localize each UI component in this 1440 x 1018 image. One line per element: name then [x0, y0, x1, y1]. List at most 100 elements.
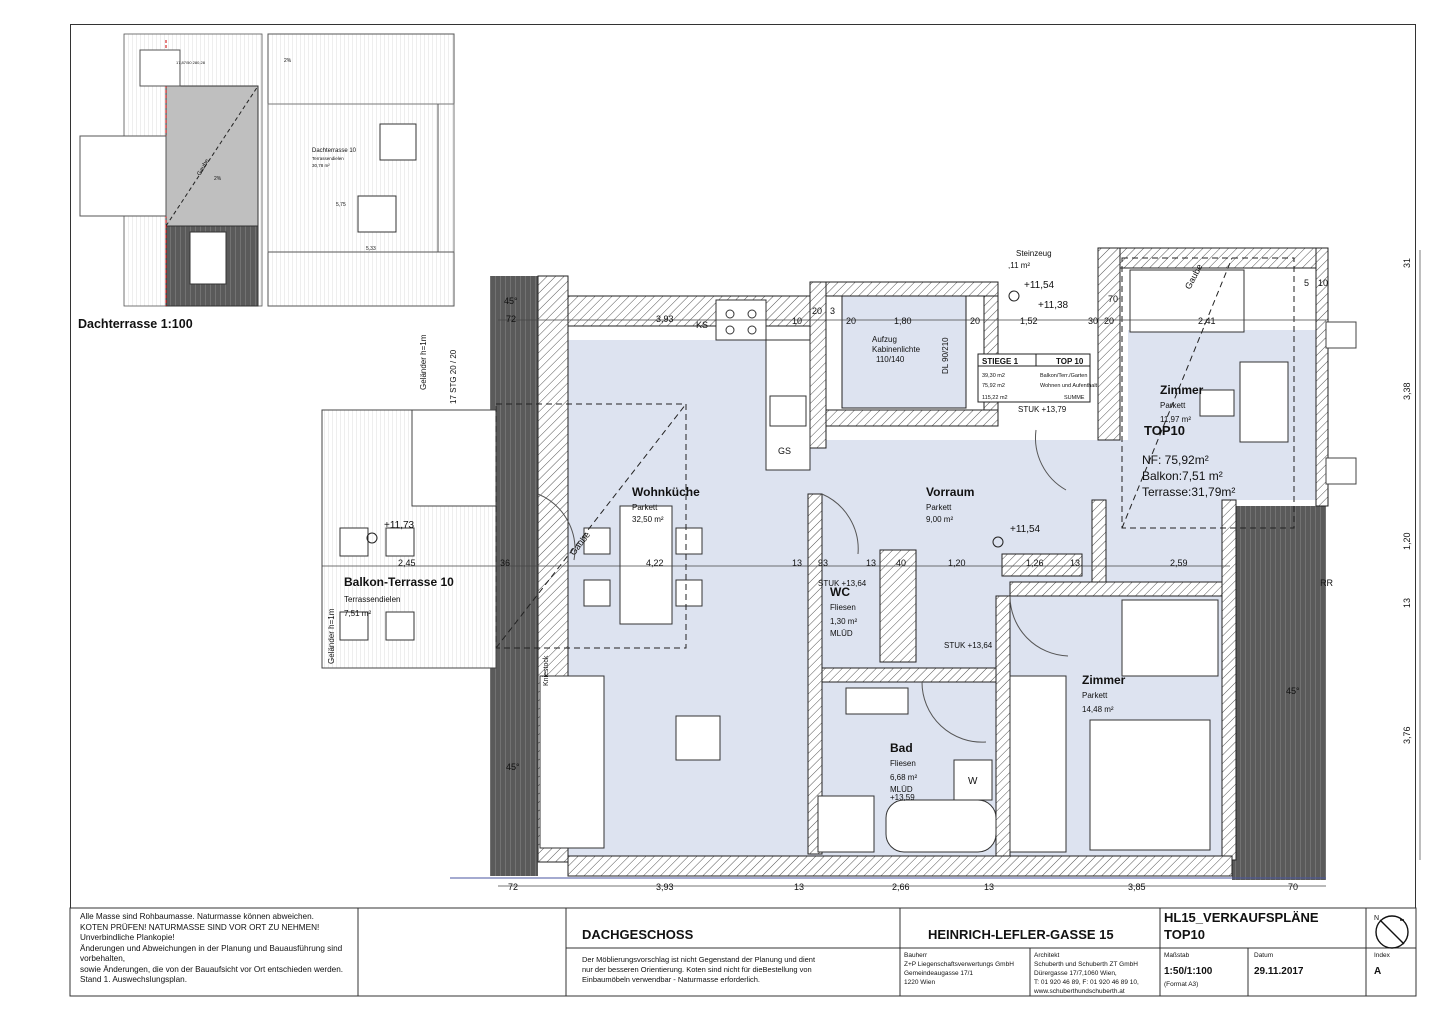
datum-value: 29.11.2017 [1254, 966, 1304, 977]
note-line-4: Änderungen und Abweichungen in der Planu… [80, 943, 343, 953]
room-zimmer1-floor: Parkett [1160, 401, 1186, 410]
architekt-line-4: www.schuberthundschuberth.at [1033, 988, 1125, 995]
general-notes: Alle Masse sind Rohbaumasse. Naturmasse … [80, 912, 360, 986]
room-zimmer1-name: Zimmer [1160, 383, 1204, 397]
inset-roof-terrace-plan [79, 33, 455, 307]
stuk-label-3: STUK +13,64 [944, 641, 993, 650]
gelaender-label-bottom: Geländer h=1m [327, 608, 336, 664]
inset-caption: Dachterrasse 1:100 [78, 317, 193, 331]
dim-top-5: 3 [830, 306, 835, 316]
stiege-table-r1b: Balkon/Terr./Garten [1040, 373, 1087, 379]
stiege-table-col2: TOP 10 [1056, 357, 1084, 366]
room-bad-floor: Fliesen [890, 759, 916, 768]
stair-count-label: 17 STG 20 / 20 [449, 349, 458, 404]
architekt-label: Architekt [1034, 952, 1059, 959]
project-title: HL15_VERKAUFSPLÄNE [1164, 910, 1319, 925]
gelaender-label-top: Geländer h=1m [419, 334, 428, 390]
bauherr-line-1: Z+P Liegenschaftsverwertungs GmbH [904, 961, 1014, 968]
inset-slope-top: 2% [284, 58, 292, 64]
address-title: HEINRICH-LEFLER-GASSE 15 [928, 927, 1114, 942]
stiege-table-r3b: SUMME [1064, 395, 1085, 401]
inset-terrace-name: Dachterrasse 10 [312, 148, 357, 154]
dim-bottom-1: 3,93 [656, 882, 674, 892]
area-fragment-label: ,11 m² [1008, 261, 1030, 270]
inset-stair-label: 17,87/50 280,28 [176, 60, 206, 65]
dim-mid-10: 2,59 [1170, 558, 1188, 568]
stuk-label-2: STUK +13,64 [818, 579, 867, 588]
room-vorraum-area: 9,00 m² [926, 515, 953, 524]
angle-label-right: 45° [1286, 686, 1300, 696]
room-bad-area: 6,68 m² [890, 773, 917, 782]
floor-plan [321, 247, 1421, 887]
elevator-cabin: Kabinenlichte [872, 345, 921, 354]
level-marker-4: +11,54 [1010, 524, 1041, 535]
stiege-table-r3a: 115,22 m2 [982, 395, 1008, 401]
top-terrasse: Terrasse:31,79m² [1142, 485, 1235, 499]
room-wc-area: 1,30 m² [830, 617, 857, 626]
disclaimer-line-1: Der Möblierungsvorschlag ist nicht Gegen… [582, 955, 816, 964]
room-wc-name: WC [830, 585, 850, 599]
dim-top-10: 30 [1088, 316, 1098, 326]
dim-bottom-5: 3,85 [1128, 882, 1146, 892]
dim-top-1: 3,93 [656, 314, 674, 324]
elevator-label: Aufzug [872, 335, 897, 344]
top-label: TOP10 [1144, 423, 1185, 438]
dim-top-8: 20 [970, 316, 980, 326]
dim-mid-8: 1,26 [1026, 558, 1044, 568]
room-wc-floor: Fliesen [830, 603, 856, 612]
north-arrow-icon [1375, 915, 1409, 949]
index-value: A [1374, 966, 1381, 977]
dim-mid-1: 36 [500, 558, 510, 568]
floor-title: DACHGESCHOSS [582, 927, 694, 942]
dim-top-14: 10 [1318, 278, 1328, 288]
disclaimer-line-2: nur der besseren Orientierung. Koten sin… [582, 965, 812, 974]
dim-right-0: 31 [1402, 258, 1412, 268]
dim-top-0: 72 [506, 314, 516, 324]
room-wc-note: MLÜD [830, 629, 853, 638]
room-wohnkueche-floor: Parkett [632, 503, 658, 512]
elevator-door: DL 90/210 [941, 337, 950, 374]
stiege-table-r1a: 39,30 m2 [982, 373, 1005, 379]
inset-terrace-area: 30,78 m² [312, 163, 330, 168]
dim-bottom-4: 13 [984, 882, 994, 892]
note-line-5: vorbehalten, [80, 954, 126, 963]
dim-bottom-2: 13 [794, 882, 804, 892]
dim-top-6: 20 [846, 316, 856, 326]
architekt-line-3: T: 01 920 46 89, F: 01 920 46 89 10, [1034, 979, 1139, 986]
gs-label: GS [778, 446, 791, 456]
stuk-label-4: +13,59 [890, 793, 915, 802]
room-zimmer2-floor: Parkett [1082, 691, 1108, 700]
dim-top-2: KS [696, 320, 708, 330]
dim-bottom-3: 2,66 [892, 882, 910, 892]
index-label: Index [1374, 952, 1391, 959]
note-line-3: Unverbindliche Plankopie! [80, 933, 175, 942]
bauherr-label: Bauherr [904, 952, 928, 959]
dim-top-11: 20 [1104, 316, 1114, 326]
dim-right-1: 3,38 [1402, 382, 1412, 400]
note-line-6: sowie Änderungen, die von der Bauaufsich… [80, 964, 344, 974]
inset-dim-width: 5,33 [366, 246, 376, 252]
datum-label: Datum [1254, 952, 1273, 959]
room-zimmer1-area: 11,97 m² [1160, 415, 1191, 424]
architekt-line-1: Schuberth und Schuberth ZT GmbH [1034, 961, 1138, 968]
dim-mid-6: 40 [896, 558, 906, 568]
dim-top-4: 20 [812, 306, 822, 316]
title-block [69, 907, 1417, 997]
dimension-labels: 72 3,93 KS 10 20 3 20 1,80 20 1,52 30 20… [398, 258, 1412, 892]
dim-top-3: 10 [792, 316, 802, 326]
project-subtitle: TOP10 [1164, 927, 1205, 942]
note-line-1: Alle Masse sind Rohbaumasse. Naturmasse … [80, 912, 314, 921]
angle-label-bottom: 45° [506, 762, 520, 772]
note-line-2: KOTEN PRÜFEN! NATURMASSE SIND VOR ORT ZU… [80, 922, 320, 932]
room-zimmer2-name: Zimmer [1082, 673, 1126, 687]
inset-dim-height: 5,75 [336, 202, 346, 208]
room-balkon-name: Balkon-Terrasse 10 [344, 575, 454, 589]
dim-bottom-6: 70 [1288, 882, 1298, 892]
note-line-7: Stand 1. Auswechslungsplan. [80, 975, 187, 984]
dim-mid-3: 13 [792, 558, 802, 568]
stiege-table-col1: STIEGE 1 [982, 357, 1019, 366]
stiege-table-r2a: 75,92 m2 [982, 383, 1005, 389]
massstab-value: 1:50/1:100 [1164, 966, 1213, 977]
dim-mid-7: 1,20 [948, 558, 966, 568]
stuk-label-1: STUK +13,79 [1018, 405, 1067, 414]
